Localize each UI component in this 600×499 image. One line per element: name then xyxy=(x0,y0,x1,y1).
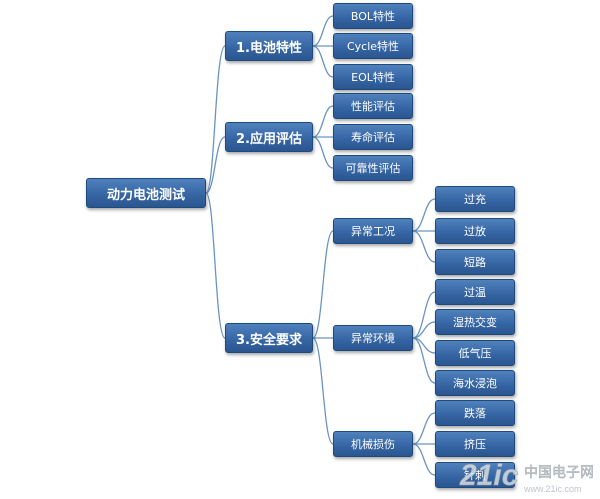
group-node-mechanical-damage: 机械损伤 xyxy=(333,431,413,457)
leaf-node-seawater-immersion: 海水浸泡 xyxy=(435,370,515,396)
link-group2-leaf4 xyxy=(412,337,436,384)
leaf-node-bol: BOL特性 xyxy=(333,3,413,29)
leaf-node-reliability: 可靠性评估 xyxy=(333,155,413,181)
root-node: 动力电池测试 xyxy=(86,178,206,208)
link-branch1-bol xyxy=(312,15,334,47)
leaf-node-overcharge: 过充 xyxy=(435,186,515,212)
link-group2-leaf1 xyxy=(412,291,436,339)
leaf-node-cycle: Cycle特性 xyxy=(333,33,413,59)
branch-node-application-evaluation: 2.应用评估 xyxy=(225,122,313,152)
branch-node-battery-characteristics: 1.电池特性 xyxy=(225,31,313,61)
link-root-branch3 xyxy=(205,192,226,339)
leaf-node-overdischarge: 过放 xyxy=(435,218,515,244)
link-branch1-eol xyxy=(312,45,334,78)
leaf-node-nail-penetration: 针刺 xyxy=(435,462,515,488)
leaf-node-drop: 跌落 xyxy=(435,400,515,426)
link-group1-leaf3 xyxy=(412,230,436,263)
leaf-node-performance: 性能评估 xyxy=(333,93,413,119)
link-root-branch2 xyxy=(205,136,226,194)
leaf-node-overtemperature: 过温 xyxy=(435,279,515,305)
leaf-node-short-circuit: 短路 xyxy=(435,249,515,275)
link-branch3-group1 xyxy=(312,230,334,339)
group-node-abnormal-conditions: 异常工况 xyxy=(333,218,413,244)
leaf-node-eol: EOL特性 xyxy=(333,64,413,90)
leaf-node-crush: 挤压 xyxy=(435,431,515,457)
link-branch3-group3 xyxy=(312,337,334,445)
leaf-node-low-pressure: 低气压 xyxy=(435,340,515,366)
leaf-node-lifetime: 寿命评估 xyxy=(333,124,413,150)
link-group3-leaf1 xyxy=(412,412,436,445)
leaf-node-damp-heat-cycling: 湿热交变 xyxy=(435,309,515,335)
link-branch2-perf xyxy=(312,105,334,138)
link-group3-leaf3 xyxy=(412,443,436,476)
link-branch2-rel xyxy=(312,136,334,169)
branch-node-safety-requirements: 3.安全要求 xyxy=(225,323,313,353)
group-node-abnormal-environment: 异常环境 xyxy=(333,325,413,351)
link-group1-leaf1 xyxy=(412,198,436,232)
link-group2-leaf2 xyxy=(412,321,436,339)
link-root-branch1 xyxy=(205,45,226,194)
